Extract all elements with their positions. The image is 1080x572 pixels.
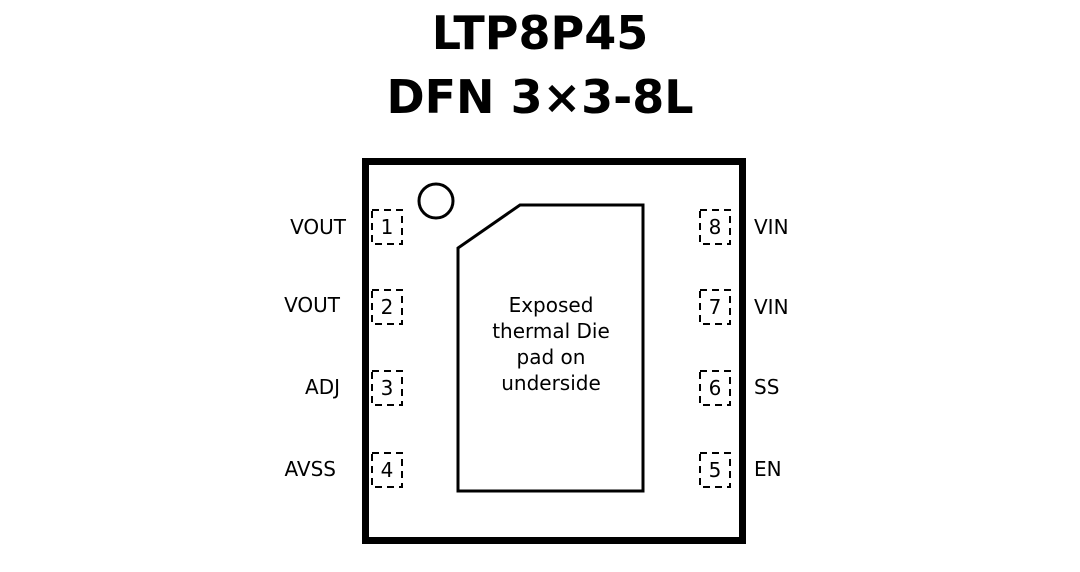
pad-text-line-2: thermal Die [492,319,610,343]
pin1-indicator-dot [417,182,455,220]
pin-number-8: 8 [708,215,722,239]
pin-number-2: 2 [380,295,394,319]
pin-frame-5 [699,452,731,488]
pin-label-4: AVSS [284,457,336,481]
exposed-thermal-pad [456,203,645,493]
pin-frame-2 [371,289,403,325]
pin-label-5: EN [754,457,782,481]
pin-number-6: 6 [708,376,722,400]
pin-frame-8 [699,209,731,245]
pin-frame-4 [371,452,403,488]
pin-frame-1 [371,209,403,245]
pin-number-5: 5 [708,458,722,482]
pin-label-7: VIN [754,295,789,319]
pin-label-1: VOUT [290,215,346,239]
exposed-pad-label: Exposed thermal Die pad on underside [456,292,646,396]
pad-text-line-4: underside [501,371,601,395]
package-title: DFN 3×3-8L [386,70,694,124]
package-outline [362,158,746,544]
pin-label-2: VOUT [284,293,340,317]
pin-label-6: SS [754,375,780,399]
part-number-title: LTP8P45 [431,6,649,60]
pad-text-line-1: Exposed [508,293,594,317]
pin-number-7: 7 [708,295,722,319]
pin-number-1: 1 [380,215,394,239]
pin-number-4: 4 [380,458,394,482]
pin-label-8: VIN [754,215,789,239]
pin-frame-3 [371,370,403,406]
pin-label-3: ADJ [305,375,340,399]
pin-number-3: 3 [380,376,394,400]
pin-frame-6 [699,370,731,406]
pad-text-line-3: pad on [516,345,586,369]
pin-frame-7 [699,289,731,325]
